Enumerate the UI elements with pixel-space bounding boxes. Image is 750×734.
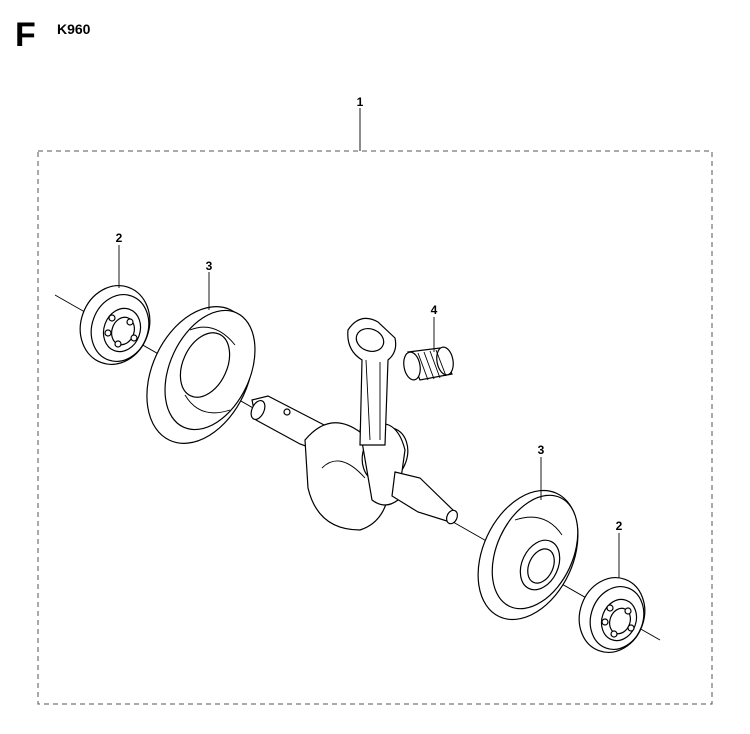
crankshaft: [250, 395, 459, 531]
callout-bearing-left: 2: [116, 231, 123, 245]
callout-needle-bearing: 4: [431, 303, 438, 317]
ball-bearing-left: [79, 285, 151, 365]
needle-bearing: [403, 346, 454, 381]
ball-bearing-right: [578, 577, 646, 653]
callout-assembly: 1: [357, 95, 364, 109]
section-letter: F: [15, 16, 36, 54]
callout-seal-right: 3: [538, 443, 545, 457]
callout-bearing-right: 2: [616, 519, 623, 533]
model-number: K960: [57, 21, 91, 37]
seal-plate-left: [146, 306, 256, 444]
callout-seal-left: 3: [206, 259, 213, 273]
assembly-boundary: [37, 150, 713, 705]
connecting-rod: [347, 317, 397, 446]
seal-plate-right: [477, 489, 579, 621]
